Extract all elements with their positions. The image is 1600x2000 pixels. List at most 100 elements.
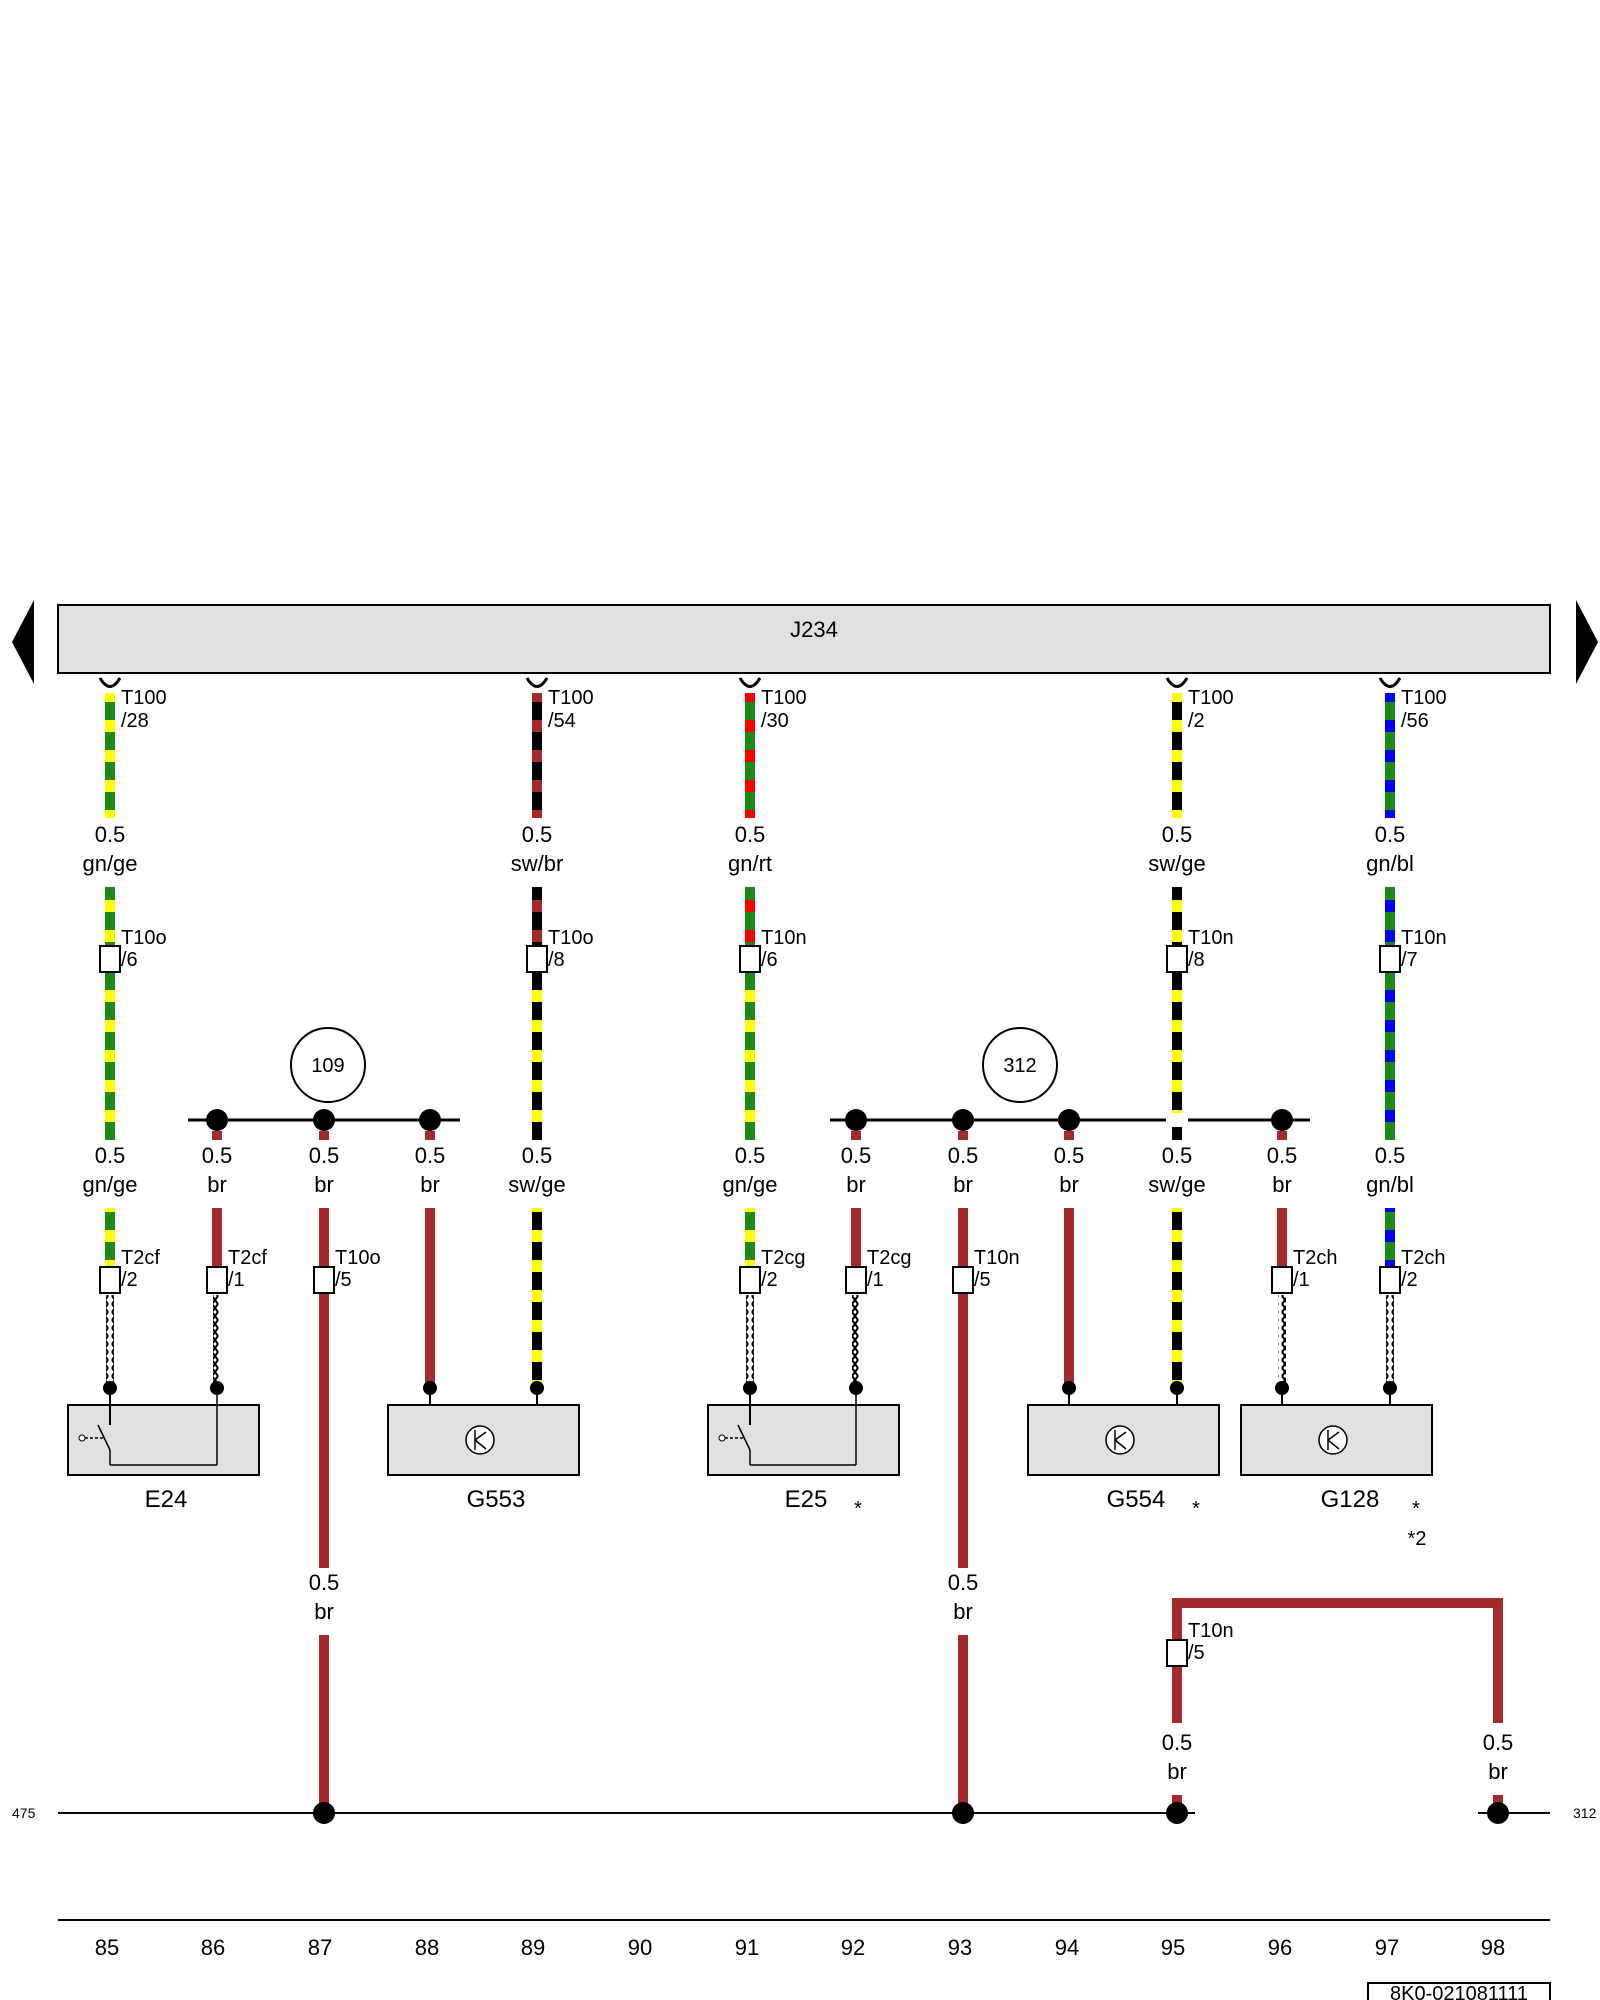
svg-text:T10o: T10o <box>335 1247 381 1269</box>
svg-text:br: br <box>207 1172 227 1197</box>
svg-text:T2cg: T2cg <box>867 1247 911 1269</box>
svg-text:T2cg: T2cg <box>761 1247 805 1269</box>
svg-text:br: br <box>314 1172 334 1197</box>
svg-text:T2cf: T2cf <box>228 1247 267 1269</box>
svg-text:br: br <box>953 1599 973 1624</box>
lower-connector-symbols <box>99 1266 1401 1294</box>
lower-connector-t10n-pin: /5 <box>1188 1642 1205 1664</box>
component-g128 <box>1240 1395 1433 1476</box>
splice-stubs <box>212 1131 1287 1140</box>
svg-text:98: 98 <box>1481 1935 1505 1960</box>
svg-text:T2ch: T2ch <box>1401 1247 1445 1269</box>
wire-95-top <box>1172 693 1182 818</box>
svg-text:gn/rt: gn/rt <box>728 851 772 876</box>
svg-text:0.5: 0.5 <box>1483 1730 1514 1755</box>
svg-text:/6: /6 <box>761 949 778 971</box>
mid-wire-specs: 0.5gn/ge 0.5br 0.5br 0.5br 0.5sw/ge 0.5g… <box>82 1143 1413 1197</box>
left-arrow-icon[interactable] <box>12 600 34 684</box>
svg-text:88: 88 <box>415 1935 439 1960</box>
brown-branch-wires <box>212 1208 1287 1568</box>
svg-text:91: 91 <box>735 1935 759 1960</box>
svg-text:T100: T100 <box>1188 687 1234 709</box>
svg-text:T10n: T10n <box>974 1247 1020 1269</box>
svg-text:94: 94 <box>1055 1935 1079 1960</box>
svg-text:T10o: T10o <box>548 927 594 949</box>
svg-text:/5: /5 <box>974 1269 991 1291</box>
wire-89-mid1 <box>532 887 542 947</box>
component-g128-label: G128 <box>1321 1486 1380 1513</box>
lower-connector-labels: T2cf/2 T2cf/1 T10o/5 T2cg/2 T2cg/1 T10n/… <box>121 1247 1445 1291</box>
bus-ref-left: 475 <box>12 1805 36 1821</box>
component-g554-label: G554 <box>1107 1486 1166 1513</box>
svg-text:/1: /1 <box>1293 1269 1310 1291</box>
svg-text:br: br <box>420 1172 440 1197</box>
ground-point-312-label: 312 <box>1003 1055 1036 1077</box>
sensor-icon <box>465 1425 495 1455</box>
lower-wire-specs: 0.5br 0.5br 0.5br 0.5br <box>309 1570 1514 1784</box>
svg-text:T10n: T10n <box>761 927 807 949</box>
wire-95-low <box>1172 1208 1182 1386</box>
svg-text:0.5: 0.5 <box>1267 1143 1298 1168</box>
wire-95-mid <box>1172 887 1182 1140</box>
svg-text:0.5: 0.5 <box>735 822 766 847</box>
svg-text:0.5: 0.5 <box>522 822 553 847</box>
wire-91-mid2 <box>745 970 755 1140</box>
svg-text:0.5: 0.5 <box>1162 822 1193 847</box>
svg-text:/8: /8 <box>548 949 565 971</box>
svg-text:0.5: 0.5 <box>735 1143 766 1168</box>
wire-85-top <box>105 693 115 818</box>
svg-text:T10n: T10n <box>1401 927 1447 949</box>
component-e24 <box>67 1395 260 1476</box>
svg-text:87: 87 <box>308 1935 332 1960</box>
wire-97-low <box>1385 1208 1395 1268</box>
svg-text:/2: /2 <box>761 1269 778 1291</box>
ground-point-109 <box>290 1027 366 1103</box>
right-arrow-icon[interactable] <box>1576 600 1598 684</box>
wire-91-low <box>745 1208 755 1268</box>
svg-text:92: 92 <box>841 1935 865 1960</box>
doc-number-box <box>1367 1982 1551 2000</box>
sensor-icon <box>1105 1425 1135 1455</box>
lower-brown-wires <box>319 1598 1503 1813</box>
component-g554-note: * <box>1192 1498 1200 1520</box>
wire-85-mid <box>105 887 115 1140</box>
svg-text:0.5: 0.5 <box>1054 1143 1085 1168</box>
component-g554 <box>1027 1395 1220 1476</box>
svg-text:/1: /1 <box>228 1269 245 1291</box>
svg-text:/2: /2 <box>1188 710 1205 732</box>
svg-text:/2: /2 <box>1401 1269 1418 1291</box>
wire-97-top <box>1385 693 1395 818</box>
component-terminals <box>103 1381 1397 1395</box>
top-connector-labels: T100/28 T100/54 T100/30 T100/2 T100/56 <box>121 687 1447 732</box>
wire-89-top <box>532 693 542 818</box>
svg-text:90: 90 <box>628 1935 652 1960</box>
component-e24-label: E24 <box>145 1486 188 1513</box>
svg-text:/5: /5 <box>335 1269 352 1291</box>
svg-text:85: 85 <box>95 1935 119 1960</box>
doc-number: 8K0-021081111 <box>1390 1983 1528 2000</box>
bus-ref-right: 312 <box>1573 1805 1597 1821</box>
svg-text:0.5: 0.5 <box>95 822 126 847</box>
svg-text:0.5: 0.5 <box>948 1143 979 1168</box>
svg-text:/1: /1 <box>867 1269 884 1291</box>
svg-text:br: br <box>1167 1759 1187 1784</box>
svg-text:0.5: 0.5 <box>841 1143 872 1168</box>
svg-text:gn/ge: gn/ge <box>722 1172 777 1197</box>
svg-text:T100: T100 <box>548 687 594 709</box>
svg-text:/30: /30 <box>761 710 789 732</box>
svg-text:93: 93 <box>948 1935 972 1960</box>
svg-text:br: br <box>1059 1172 1079 1197</box>
svg-text:0.5: 0.5 <box>948 1570 979 1595</box>
svg-text:0.5: 0.5 <box>202 1143 233 1168</box>
svg-text:/54: /54 <box>548 710 576 732</box>
mid-connector-symbols <box>99 945 1401 973</box>
svg-text:97: 97 <box>1375 1935 1399 1960</box>
twisted-wires <box>106 1295 1394 1387</box>
sensor-icon <box>1318 1425 1348 1455</box>
mid-connector-labels: T10o/6 T10o/8 T10n/6 T10n/8 T10n/7 <box>121 927 1447 971</box>
svg-text:0.5: 0.5 <box>1375 1143 1406 1168</box>
svg-text:0.5: 0.5 <box>522 1143 553 1168</box>
svg-text:0.5: 0.5 <box>309 1570 340 1595</box>
svg-text:0.5: 0.5 <box>309 1143 340 1168</box>
svg-text:0.5: 0.5 <box>1162 1143 1193 1168</box>
